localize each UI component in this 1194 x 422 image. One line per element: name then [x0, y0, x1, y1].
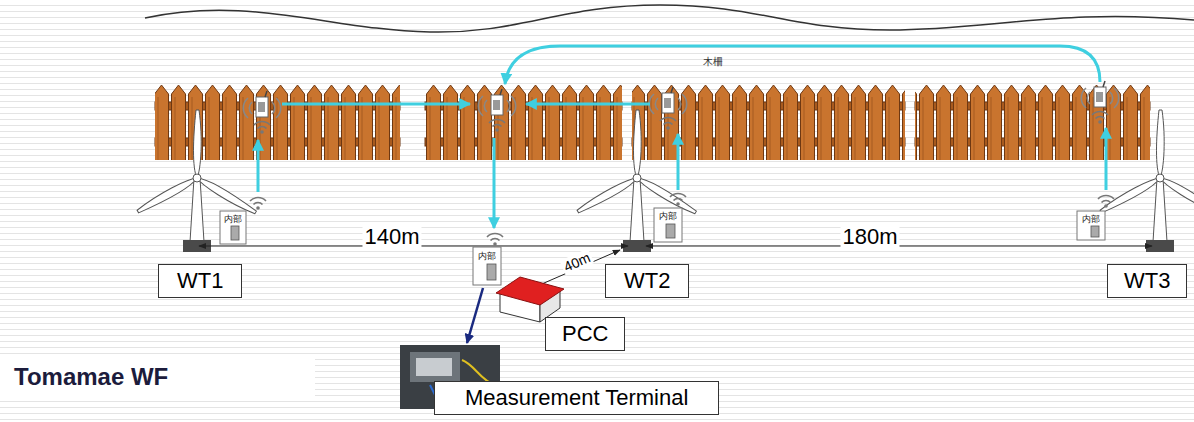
box-label: Measurement Terminal — [465, 384, 688, 412]
device-label: 内部 — [1080, 214, 1102, 224]
label-box: PCC — [545, 317, 625, 351]
device-label: 内部 — [476, 251, 498, 261]
dimension-label: 180m — [840, 224, 899, 249]
title-holder: Tomamae WF — [14, 362, 168, 392]
diagram-title: Tomamae WF — [14, 362, 168, 392]
device-label: 内部 — [657, 211, 679, 221]
label-box: WT2 — [605, 264, 689, 298]
label-holder: 内部 — [222, 214, 244, 224]
box-label: WT2 — [624, 267, 670, 295]
label-holder: 内部 — [1080, 214, 1102, 224]
box-label: WT3 — [1124, 267, 1170, 295]
label-box: Measurement Terminal — [434, 381, 719, 415]
label-box: WT3 — [1107, 264, 1187, 298]
fence-label: 木柵 — [703, 56, 723, 68]
box-label: PCC — [562, 320, 608, 348]
label-box: WT1 — [158, 264, 242, 298]
box-label: WT1 — [177, 267, 223, 295]
dimension-label: 40m — [559, 248, 594, 275]
label-holder: 内部 — [476, 251, 498, 261]
dimension-label: 140m — [362, 224, 421, 249]
device-label: 内部 — [222, 214, 244, 224]
label-holder: 180m — [840, 224, 899, 249]
label-holder: 40m — [559, 248, 594, 275]
label-holder: 内部 — [657, 211, 679, 221]
label-holder: 木柵 — [703, 56, 723, 68]
label-holder: 140m — [362, 224, 421, 249]
